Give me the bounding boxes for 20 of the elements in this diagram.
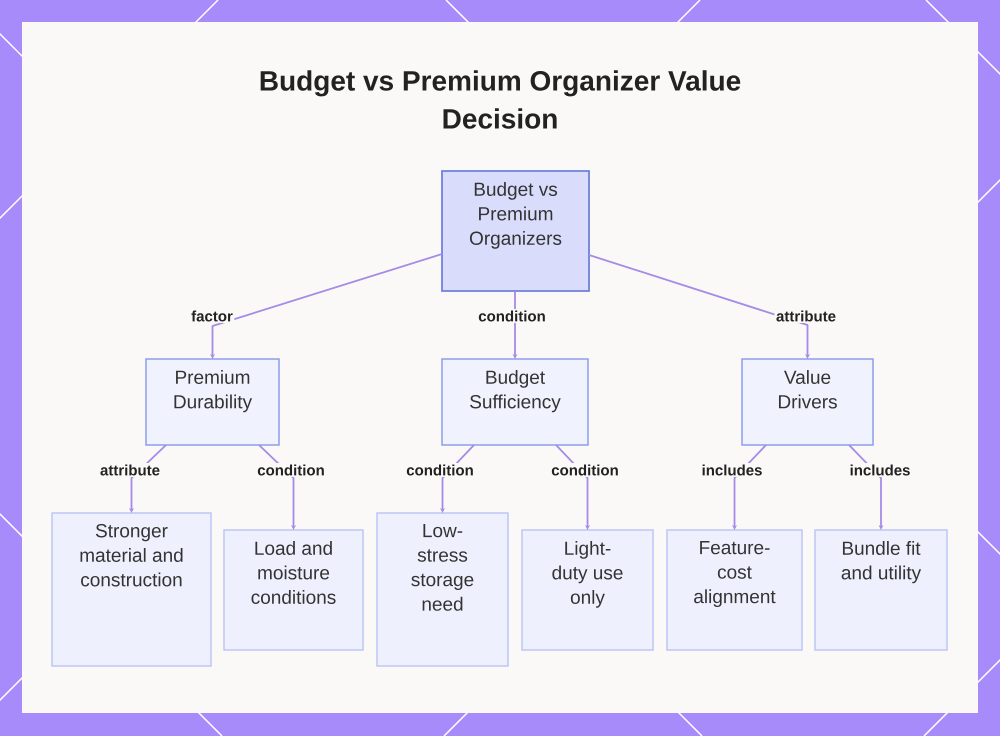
edge-label: attribute (774, 309, 838, 323)
concept-box: Premium Durability (145, 358, 280, 446)
edge-label: includes (848, 463, 912, 478)
concept-box: Value Drivers (741, 358, 874, 446)
concept-box: Light-duty use only (521, 529, 654, 651)
edge-label: condition (256, 463, 326, 478)
concept-box: Load and moisture conditions (223, 529, 364, 651)
concept-box: Low-stress storage need (376, 512, 509, 667)
title: Budget vs Premium Organizer Value Decision (260, 70, 740, 129)
concept-box: Feature-cost alignment (666, 529, 803, 651)
edge-label: attribute (98, 463, 162, 478)
edge-label: condition (476, 309, 548, 323)
edge-label: condition (550, 463, 620, 478)
edge-label: includes (700, 463, 764, 478)
edge-label: condition (404, 463, 476, 478)
concept-box: Bundle fit and utility (814, 529, 948, 651)
concept-box: Budget vs Premium Organizers (441, 170, 590, 292)
concept-box: Stronger material and construction (51, 512, 212, 667)
concept-box: Budget Sufficiency (441, 358, 589, 446)
edge-label: factor (190, 309, 234, 323)
